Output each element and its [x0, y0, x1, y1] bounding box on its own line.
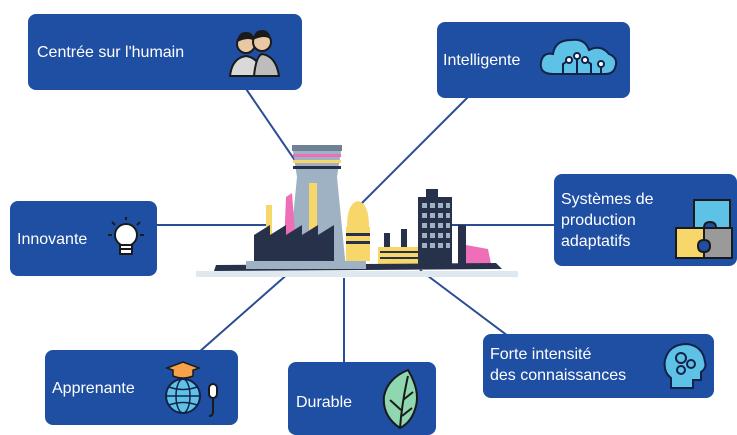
cloud-network-icon — [539, 38, 618, 75]
puzzle-pieces-icon — [675, 199, 733, 259]
leaf-icon — [382, 368, 418, 430]
node-adaptive-production-label: Systèmes de production adaptatifs — [561, 191, 654, 250]
node-sustainable-label: Durable — [296, 394, 353, 411]
head-gears-icon — [663, 342, 707, 389]
globe-graduation-icon — [164, 361, 218, 417]
connector-knowledge — [419, 269, 521, 346]
factory-illustration — [196, 145, 518, 277]
connector-smart — [354, 94, 471, 211]
node-human-centric: Centrée sur l'humain — [28, 14, 302, 90]
node-sustainable: Durable — [288, 362, 436, 435]
node-human-centric-label: Centrée sur l'humain — [37, 44, 185, 61]
node-knowledge-intensive-label: Forte intensité des connaissances — [490, 346, 627, 384]
connector-learning — [189, 271, 291, 361]
node-smart-label: Intelligente — [443, 52, 521, 69]
node-learning: Apprenante — [45, 350, 238, 425]
two-people-icon — [228, 30, 281, 77]
node-innovative-label: Innovante — [17, 231, 88, 248]
node-innovative: Innovante — [10, 201, 157, 276]
light-bulb-icon — [108, 217, 144, 255]
node-knowledge-intensive: Forte intensité des connaissances — [483, 334, 714, 398]
node-smart: Intelligente — [437, 22, 630, 98]
node-learning-label: Apprenante — [52, 380, 135, 397]
node-adaptive-production: Systèmes de production adaptatifs — [554, 174, 737, 266]
